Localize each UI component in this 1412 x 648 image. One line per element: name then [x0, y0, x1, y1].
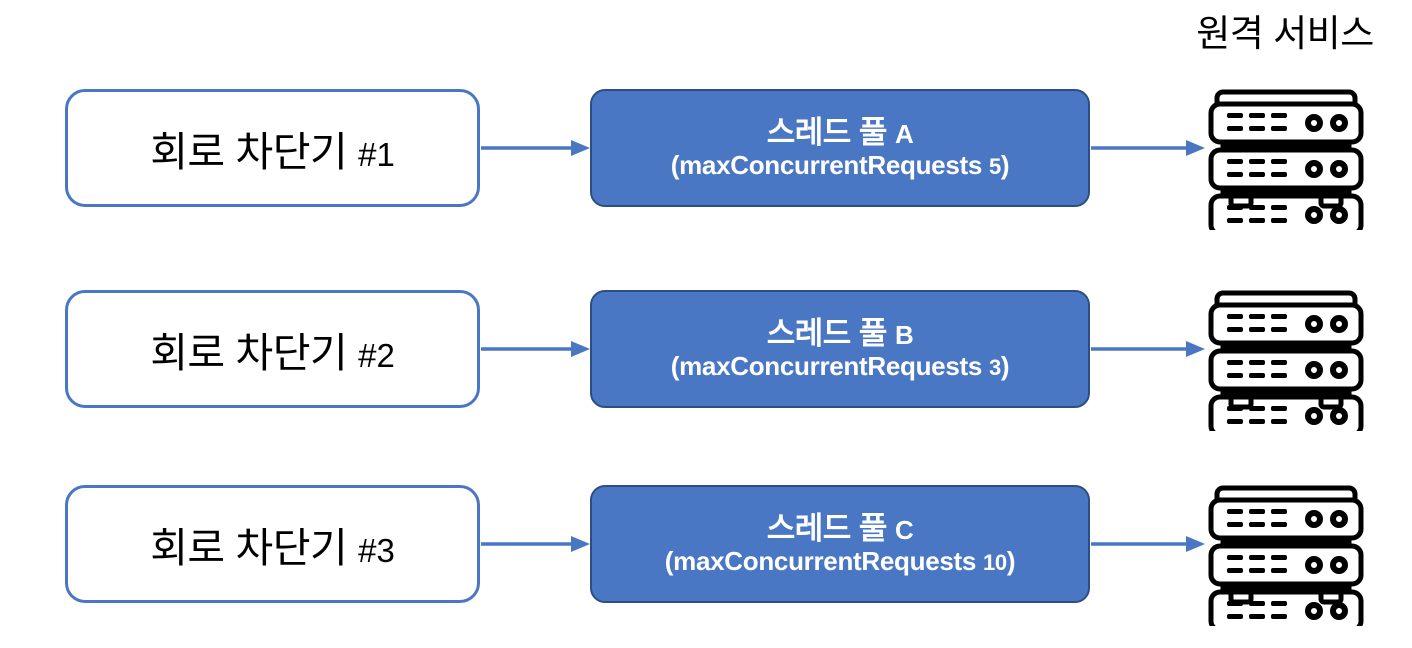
circuit-breaker-label: 회로 차단기 #3	[150, 514, 395, 574]
config-suffix: )	[1000, 150, 1010, 181]
thread-pool-config: (maxConcurrentRequests 10)	[664, 546, 1016, 577]
arrow-breaker-to-pool	[481, 338, 591, 360]
thread-pool-name: 스레드 풀	[766, 510, 888, 546]
diagram-row: 회로 차단기 #2 스레드 풀 B (maxConcurrentRequests…	[0, 281, 1412, 441]
circuit-breaker-number: #3	[358, 532, 395, 569]
config-suffix: )	[1000, 351, 1010, 382]
server-rack-icon	[1201, 80, 1371, 237]
arrow-right-icon	[1091, 536, 1205, 552]
circuit-breaker-number: #1	[358, 136, 395, 173]
config-prefix: (maxConcurrentRequests	[670, 351, 983, 382]
thread-pool-name: 스레드 풀	[766, 315, 888, 351]
circuit-breaker-label: 회로 차단기 #1	[150, 118, 395, 178]
server-rack-glyph	[1208, 290, 1364, 438]
circuit-breaker-name: 회로 차단기	[150, 525, 348, 571]
thread-pool-title: 스레드 풀 C	[767, 511, 914, 547]
remote-service-title: 원격 서비스	[1196, 13, 1374, 54]
circuit-breaker-box[interactable]: 회로 차단기 #3	[65, 485, 480, 603]
server-rack-icon	[1201, 281, 1371, 438]
circuit-breaker-name: 회로 차단기	[150, 129, 348, 175]
config-prefix: (maxConcurrentRequests	[664, 546, 977, 577]
circuit-breaker-label: 회로 차단기 #2	[150, 319, 395, 379]
config-prefix: (maxConcurrentRequests	[670, 150, 983, 181]
config-value: 3	[988, 355, 1001, 381]
arrow-pool-to-service	[1091, 338, 1206, 360]
thread-pool-box[interactable]: 스레드 풀 B (maxConcurrentRequests 3)	[590, 290, 1090, 408]
arrow-pool-to-service	[1091, 137, 1206, 159]
thread-pool-name: 스레드 풀	[766, 114, 888, 150]
thread-pool-letter: C	[895, 514, 914, 545]
thread-pool-letter: A	[895, 118, 914, 149]
server-rack-glyph	[1208, 89, 1364, 237]
arrow-right-icon	[481, 341, 590, 357]
arrow-breaker-to-pool	[481, 533, 591, 555]
config-suffix: )	[1006, 546, 1016, 577]
arrow-right-icon	[481, 140, 590, 156]
arrow-pool-to-service	[1091, 533, 1206, 555]
thread-pool-config: (maxConcurrentRequests 5)	[670, 150, 1010, 181]
thread-pool-title: 스레드 풀 B	[767, 316, 914, 352]
circuit-breaker-box[interactable]: 회로 차단기 #1	[65, 89, 480, 207]
server-rack-glyph	[1208, 485, 1364, 638]
arrow-right-icon	[1091, 341, 1205, 357]
config-value: 10	[982, 550, 1007, 576]
thread-pool-title: 스레드 풀 A	[767, 115, 914, 151]
thread-pool-config: (maxConcurrentRequests 3)	[670, 351, 1010, 382]
thread-pool-box[interactable]: 스레드 풀 C (maxConcurrentRequests 10)	[590, 485, 1090, 603]
thread-pool-letter: B	[895, 319, 914, 350]
arrow-right-icon	[1091, 140, 1205, 156]
circuit-breaker-number: #2	[358, 337, 395, 374]
thread-pool-box[interactable]: 스레드 풀 A (maxConcurrentRequests 5)	[590, 89, 1090, 207]
arrow-right-icon	[481, 536, 590, 552]
circuit-breaker-name: 회로 차단기	[150, 330, 348, 376]
arrow-breaker-to-pool	[481, 137, 591, 159]
config-value: 5	[988, 154, 1001, 180]
diagram-row: 회로 차단기 #3 스레드 풀 C (maxConcurrentRequests…	[0, 476, 1412, 638]
circuit-breaker-box[interactable]: 회로 차단기 #2	[65, 290, 480, 408]
server-rack-icon	[1201, 476, 1371, 638]
diagram-row: 회로 차단기 #1 스레드 풀 A (maxConcurrentRequests…	[0, 80, 1412, 240]
